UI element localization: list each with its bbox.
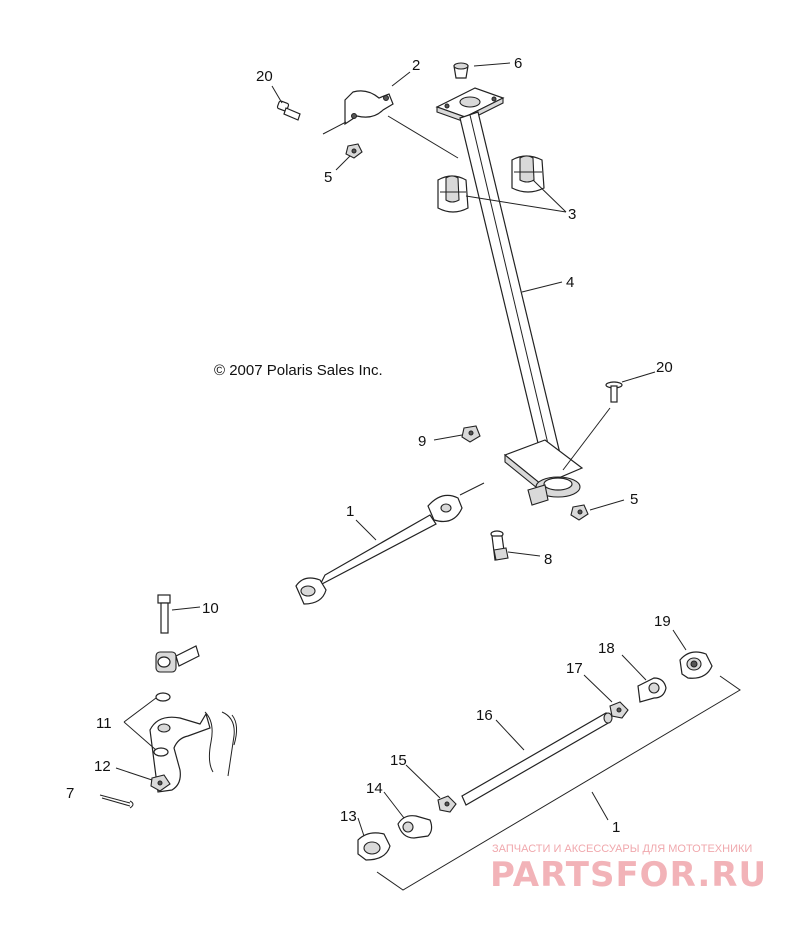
leader-lines [115, 62, 687, 837]
clamp [344, 90, 394, 126]
callout-11: 11 [96, 715, 112, 732]
callout-7: 7 [66, 785, 74, 802]
bushing-right [511, 155, 545, 193]
copyright-text: © 2007 Polaris Sales Inc. [214, 362, 383, 379]
watermark-brand: PARTSFOR.RU [490, 855, 767, 895]
callout-10: 10 [202, 600, 219, 617]
nut-5-top [345, 143, 363, 159]
callout-1: 1 [346, 503, 354, 520]
callout-3: 3 [568, 206, 576, 223]
callout-13: 13 [340, 808, 357, 825]
bushing-left [437, 175, 469, 213]
watermark-tagline: ЗАПЧАСТИ И АКСЕССУАРЫ ДЛЯ МОТОТЕХНИКИ [492, 843, 752, 855]
callout-2: 2 [412, 57, 420, 74]
cap-6 [453, 62, 469, 79]
bolt-8 [490, 530, 509, 561]
steering-post [435, 87, 584, 506]
callout-8: 8 [544, 551, 552, 568]
callout-5-mid: 5 [630, 491, 638, 508]
callout-20: 20 [256, 68, 273, 85]
callout-4: 4 [566, 274, 574, 291]
nut-5-mid [570, 504, 589, 521]
bolt-10 [155, 594, 200, 673]
steering-arm-bracket [149, 692, 238, 793]
callout-1-lower: 1 [612, 819, 620, 836]
callout-20-mid: 20 [656, 359, 673, 376]
callout-12: 12 [94, 758, 111, 775]
bolt-20-top [276, 100, 301, 121]
nut-12 [150, 774, 171, 792]
tie-rod-exploded [357, 651, 741, 891]
nut-9 [461, 425, 481, 443]
watermark: ЗАПЧАСТИ И АКСЕССУАРЫ ДЛЯ МОТОТЕХНИКИ PA… [490, 843, 767, 895]
callout-6: 6 [514, 55, 522, 72]
callout-14: 14 [366, 780, 383, 797]
tie-rod-assembly [295, 494, 463, 605]
callouts: 20 2 6 5 3 4 20 9 5 1 8 10 19 18 17 16 1… [66, 55, 673, 836]
callout-15: 15 [390, 752, 407, 769]
callout-5: 5 [324, 169, 332, 186]
callout-9: 9 [418, 433, 426, 450]
callout-16: 16 [476, 707, 493, 724]
cotter-pin-7 [99, 794, 134, 809]
callout-19: 19 [654, 613, 671, 630]
bolt-20-mid [605, 381, 623, 403]
callout-17: 17 [566, 660, 583, 677]
callout-18: 18 [598, 640, 615, 657]
